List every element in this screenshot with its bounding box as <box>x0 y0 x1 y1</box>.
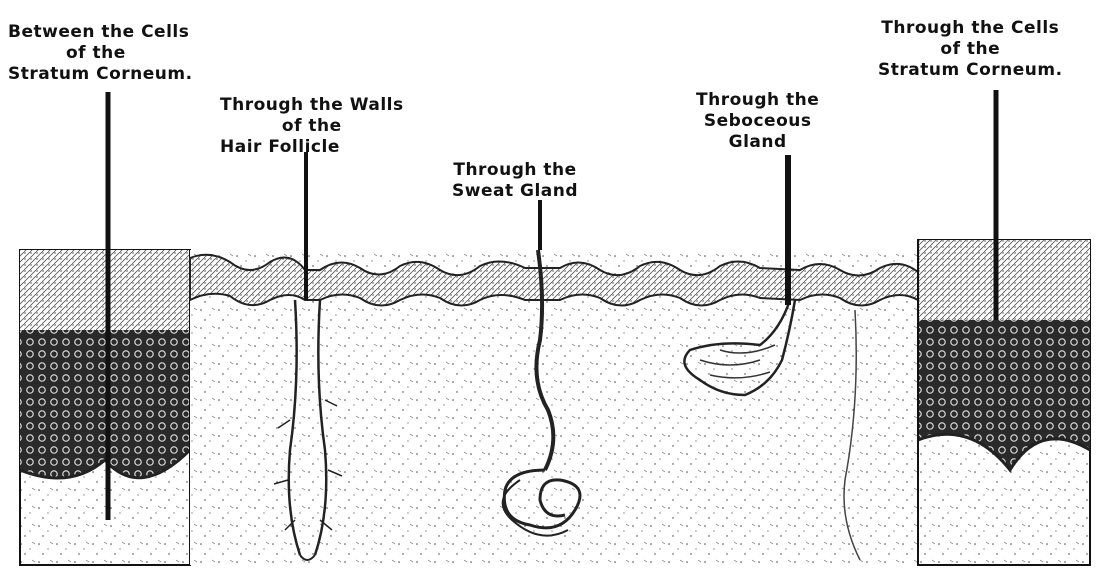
label-sweat-gland: Through the Sweat Gland <box>452 160 578 202</box>
right-skin-section <box>918 240 1090 565</box>
left-skin-section <box>20 250 190 565</box>
middle-skin-section <box>190 250 920 565</box>
label-hair-follicle: Through the Walls of the Hair Follicle <box>220 95 404 158</box>
label-sebaceous-gland: Through the Seboceous Gland <box>696 90 819 153</box>
label-between-cells: Between the Cells of the Stratum Corneum… <box>8 22 193 85</box>
label-through-cells: Through the Cells of the Stratum Corneum… <box>878 18 1063 81</box>
